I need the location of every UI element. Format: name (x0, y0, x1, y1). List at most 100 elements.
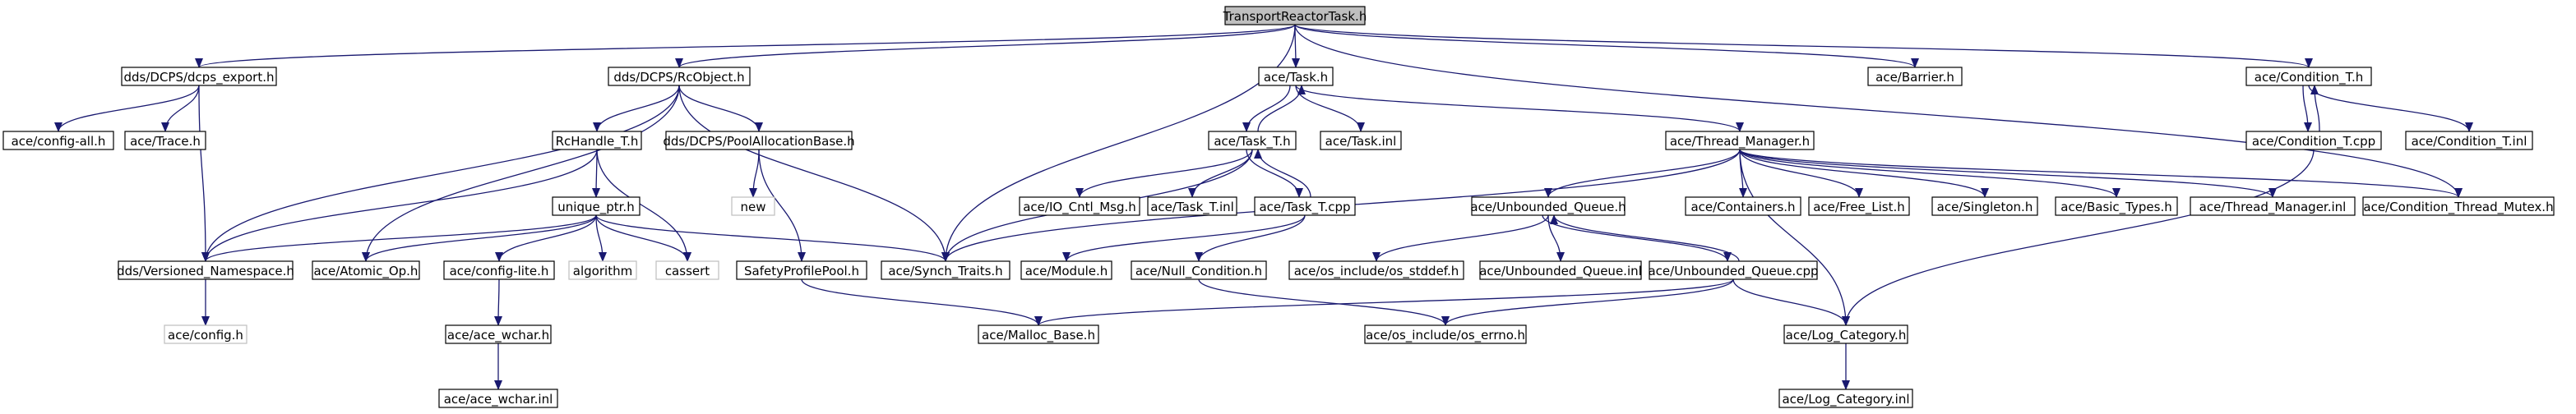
node-null-condition[interactable]: ace/Null_Condition.h (1131, 260, 1267, 280)
edge-poolalloc-to-safety_profile (758, 149, 806, 262)
node-trace[interactable]: ace/Trace.h (124, 131, 206, 150)
node-box (1020, 260, 1112, 280)
node-algorithm[interactable]: algorithm (568, 260, 637, 280)
node-versioned-ns[interactable]: dds/Versioned_Namespace.h (117, 260, 294, 280)
node-label: TransportReactorTask.h (1223, 9, 1367, 24)
node-io-cntl[interactable]: ace/IO_Cntl_Msg.h (1019, 196, 1140, 216)
node-box (443, 260, 555, 280)
node-label: algorithm (573, 264, 632, 278)
node-task-t[interactable]: ace/Task_T.h (1208, 131, 1297, 150)
node-box (2245, 131, 2382, 150)
node-box (568, 260, 637, 280)
node-label: ace/Unbounded_Queue.cpp (1648, 264, 1818, 279)
node-ace-wchar-inl[interactable]: ace/ace_wchar.inl (438, 389, 558, 408)
edge-task_t_cpp-to-module (1062, 214, 1306, 262)
node-unbounded-queue-inl[interactable]: ace/Unbounded_Queue.inl (1479, 260, 1642, 280)
node-ace-config[interactable]: ace/config.h (164, 324, 247, 344)
node-safety-profile[interactable]: SafetyProfilePool.h (736, 260, 867, 280)
node-task-inl[interactable]: ace/Task.inl (1320, 131, 1402, 150)
node-label: ace/Unbounded_Queue.inl (1479, 264, 1642, 279)
edge-thread_manager-to-thread_manager_inl (1739, 149, 2277, 198)
node-box (2190, 196, 2356, 216)
node-box (1479, 260, 1642, 280)
node-new[interactable]: new (731, 196, 775, 216)
node-condition-t[interactable]: ace/Condition_T.h (2245, 67, 2372, 86)
node-label: ace/Task_T.h (1214, 134, 1290, 150)
edge-task-to-task_inl (1295, 85, 1365, 132)
edge-task-to-task_t (1242, 85, 1291, 132)
node-label: ace/Task_T.cpp (1259, 200, 1350, 215)
edge-condition_t-to-condition_t_cpp (2302, 85, 2312, 132)
node-label: ace/Basic_Types.h (2060, 200, 2171, 215)
node-singleton[interactable]: ace/Singleton.h (1931, 196, 2038, 216)
node-log-category-inl[interactable]: ace/Log_Category.inl (1778, 389, 1913, 408)
node-thread-manager-inl[interactable]: ace/Thread_Manager.inl (2190, 196, 2356, 216)
node-box (1867, 67, 1963, 86)
edge-task_t-to-task_t_inl (1188, 149, 1253, 198)
edge-config_lite-to-ace_wchar (494, 278, 503, 326)
edge-rchandle-to-versioned_ns (201, 149, 598, 262)
node-box (1258, 67, 1334, 86)
node-poolalloc[interactable]: dds/DCPS/PoolAllocationBase.h (663, 131, 855, 150)
node-config-lite[interactable]: ace/config-lite.h (443, 260, 555, 280)
node-box (1147, 196, 1237, 216)
edge-unbounded_queue_cpp-to-unbounded_queue (1550, 214, 1740, 262)
edge-task_t-to-io_cntl (1075, 149, 1253, 198)
node-label: ace/Containers.h (1690, 200, 1795, 214)
node-box (978, 324, 1099, 344)
node-malloc-base[interactable]: ace/Malloc_Base.h (978, 324, 1099, 344)
node-config-all[interactable]: ace/config-all.h (2, 131, 114, 150)
node-os-errno[interactable]: ace/os_include/os_errno.h (1364, 324, 1527, 344)
node-root[interactable]: TransportReactorTask.h (1223, 6, 1367, 25)
node-condition-thread-mutex[interactable]: ace/Condition_Thread_Mutex.h (2362, 196, 2555, 216)
node-task[interactable]: ace/Task.h (1258, 67, 1334, 86)
edge-condition_t-to-condition_t_inl (2308, 85, 2473, 132)
node-os-stddef[interactable]: ace/os_include/os_stddef.h (1288, 260, 1464, 280)
node-label: ace/os_include/os_errno.h (1366, 328, 1525, 343)
edge-rcobject-to-poolalloc (678, 85, 763, 132)
node-box (438, 389, 558, 408)
node-barrier[interactable]: ace/Barrier.h (1867, 67, 1963, 86)
node-box (1931, 196, 2038, 216)
node-box (2055, 196, 2178, 216)
node-synch-traits[interactable]: ace/Synch_Traits.h (881, 260, 1011, 280)
edge-rchandle-to-unique_ptr (592, 149, 601, 198)
edge-unique_ptr-to-atomic_op (362, 214, 597, 262)
node-unique-ptr[interactable]: unique_ptr.h (552, 196, 641, 216)
node-label: ace/os_include/os_stddef.h (1294, 264, 1459, 279)
node-log-category[interactable]: ace/Log_Category.h (1783, 324, 1908, 344)
node-label: unique_ptr.h (557, 200, 634, 215)
node-unbounded-queue-cpp[interactable]: ace/Unbounded_Queue.cpp (1648, 260, 1819, 280)
node-unbounded-queue[interactable]: ace/Unbounded_Queue.h (1470, 196, 1626, 216)
edge-task_t-to-task_t_cpp (1246, 149, 1303, 198)
node-containers[interactable]: ace/Containers.h (1685, 196, 1801, 216)
node-rchandle[interactable]: RcHandle_T.h (552, 131, 642, 150)
node-ace-wchar[interactable]: ace/ace_wchar.h (445, 324, 552, 344)
node-task-t-inl[interactable]: ace/Task_T.inl (1147, 196, 1237, 216)
edge-task_t-to-task (1257, 85, 1306, 132)
node-label: ace/Free_List.h (1813, 200, 1905, 215)
node-free-list[interactable]: ace/Free_List.h (1808, 196, 1910, 216)
node-condition-t-inl[interactable]: ace/Condition_T.inl (2405, 131, 2533, 150)
node-condition-t-cpp[interactable]: ace/Condition_T.cpp (2245, 131, 2382, 150)
edge-unique_ptr-to-config_lite (495, 214, 597, 262)
edge-dcps_export-to-trace (161, 85, 200, 132)
node-box (312, 260, 420, 280)
edge-thread_manager-to-basic_types (1739, 149, 2120, 198)
node-label: ace/config-lite.h (450, 264, 549, 278)
node-thread-manager[interactable]: ace/Thread_Manager.h (1665, 131, 1815, 150)
node-atomic-op[interactable]: ace/Atomic_Op.h (312, 260, 420, 280)
node-cassert[interactable]: cassert (655, 260, 719, 280)
node-rcobject[interactable]: dds/DCPS/RcObject.h (608, 67, 751, 86)
node-task-t-cpp[interactable]: ace/Task_T.cpp (1254, 196, 1356, 216)
node-module[interactable]: ace/Module.h (1020, 260, 1112, 280)
node-dcps-export[interactable]: dds/DCPS/dcps_export.h (121, 67, 277, 86)
edge-dcps_export-to-config_all (54, 85, 200, 132)
node-basic-types[interactable]: ace/Basic_Types.h (2055, 196, 2178, 216)
node-label: ace/Task_T.inl (1150, 200, 1234, 215)
edge-root-to-rcobject (675, 24, 1296, 68)
edge-rcobject-to-rchandle (593, 85, 680, 132)
edge-thread_manager-to-condition_thread_mutex (1739, 149, 2463, 198)
edge-root-to-condition_thread_mutex (1294, 24, 2463, 198)
